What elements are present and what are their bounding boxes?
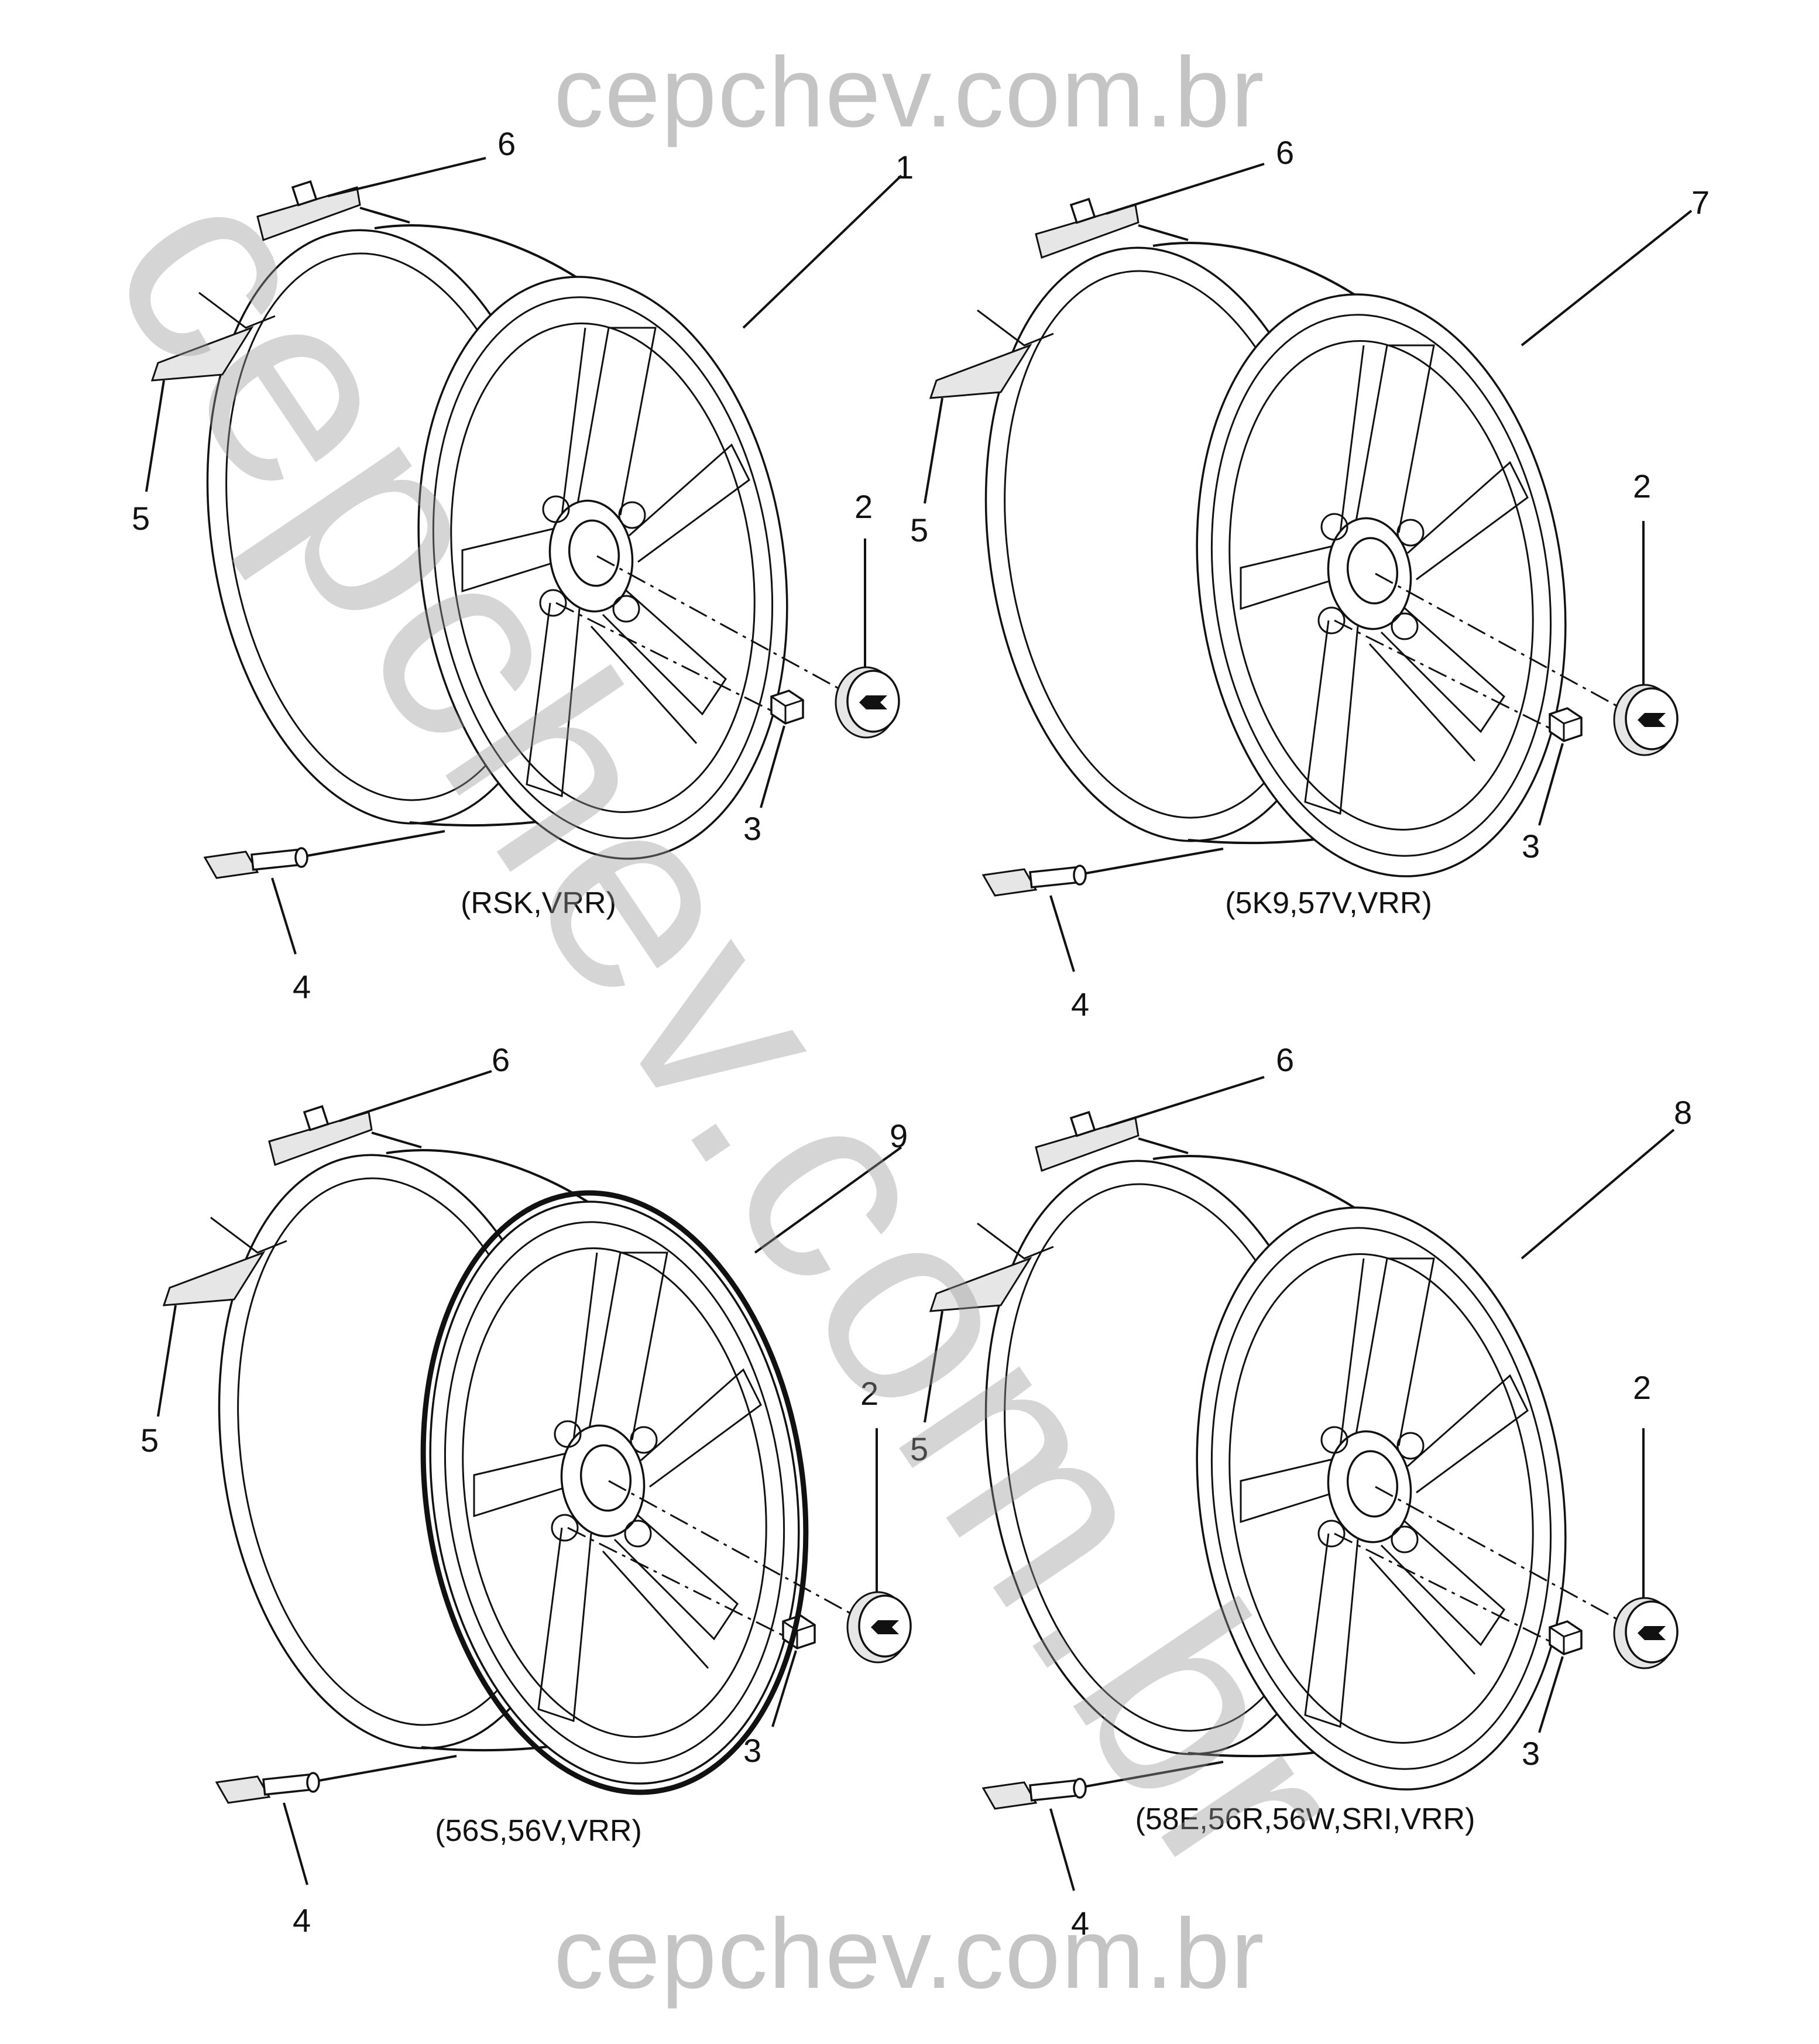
variant-label: (RSK,VRR) [461,886,616,920]
variant-label: (58E,56R,56W,SRI,VRR) [1135,1802,1475,1836]
callout-weight: 6 [1276,1041,1294,1078]
callout-label: 5 [132,500,150,537]
leader-valve [1049,895,1075,972]
callout-label: 5 [140,1422,159,1459]
callout-cap: 2 [1633,468,1651,505]
leader-label [145,380,165,492]
wheel-panel-2: 7 2 3 4 5 6 (5K9,57V,VRR) [910,134,1710,1023]
variant-label: (56S,56V,VRR) [435,1814,642,1848]
leader-label [157,1305,177,1417]
leader-valve [283,1802,308,1885]
leader-valve [1049,1808,1075,1891]
leader-weight [1106,163,1265,215]
callout-label: 5 [910,512,928,548]
callout-valve: 4 [293,968,311,1005]
leader-label [924,1311,943,1423]
leader-wheel [742,174,902,329]
callout-wheel: 7 [1691,184,1710,221]
callout-weight: 6 [497,125,516,162]
watermark-bottom: cepchev.com.br [554,1898,1265,2009]
callout-weight: 6 [492,1041,510,1078]
leader-nut [771,1650,797,1727]
leader-wheel [1521,210,1693,347]
callout-valve: 4 [1071,986,1089,1023]
callout-cap: 2 [860,1375,878,1412]
watermark-top: cepchev.com.br [554,37,1265,148]
leader-weight [1106,1076,1265,1128]
callout-label: 5 [910,1431,928,1467]
callout-valve: 4 [1071,1905,1089,1942]
callout-wheel: 9 [890,1117,908,1154]
callout-nut: 3 [1522,828,1540,865]
leader-weight [339,1070,492,1122]
leader-wheel [1521,1129,1675,1260]
callout-nut: 3 [1522,1735,1540,1772]
callout-nut: 3 [743,1732,761,1769]
leader-label [924,397,943,504]
leader-valve [271,877,297,955]
wheel-panel-3: 9 2 3 4 5 6 (56S,56V,VRR) [140,1041,912,1939]
callout-nut: 3 [743,810,761,847]
callout-wheel: 8 [1674,1094,1692,1131]
callout-weight: 6 [1276,134,1294,171]
leader-nut [760,725,785,808]
callout-cap: 2 [1633,1369,1651,1406]
callout-cap: 2 [854,488,873,525]
callout-wheel: 1 [895,149,914,186]
leader-nut [1538,743,1564,826]
wheel-panel-1: 1 2 3 4 5 6 (RSK,VRR) [132,125,914,1005]
leader-weight [327,157,486,197]
wheel-panel-4: 8 2 3 4 5 6 (58E,56R,56W,SRI,VRR) [910,1041,1692,1942]
leader-wheel [754,1146,902,1254]
variant-label: (5K9,57V,VRR) [1225,886,1432,920]
leader-nut [1538,1656,1564,1733]
callout-valve: 4 [293,1902,311,1939]
